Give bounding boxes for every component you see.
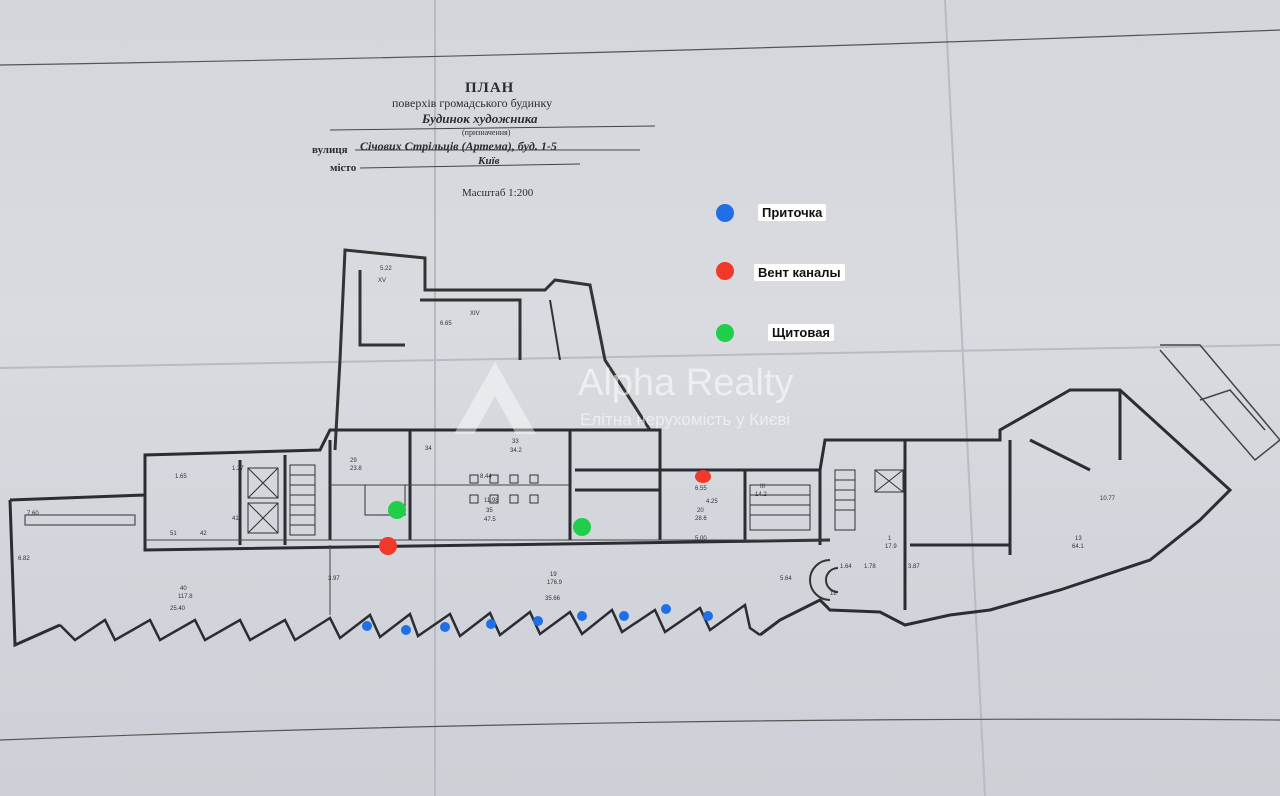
svg-text:5.00: 5.00: [695, 536, 707, 542]
supply-marker: [577, 611, 587, 621]
svg-text:XIV: XIV: [470, 311, 480, 317]
building-name: Будинок художника: [422, 111, 538, 126]
watermark-brand: Alpha Realty: [578, 362, 794, 404]
svg-text:13: 13: [1075, 536, 1082, 542]
svg-text:7.60: 7.60: [27, 511, 39, 517]
legend-label-vent: Вент каналы: [754, 264, 845, 281]
svg-text:III: III: [760, 484, 765, 490]
city-value: Київ: [478, 155, 500, 167]
electrical-marker: [388, 501, 406, 519]
svg-text:1: 1: [888, 536, 892, 542]
svg-text:3.97: 3.97: [328, 576, 340, 582]
svg-text:40: 40: [180, 586, 187, 592]
svg-text:41: 41: [232, 516, 239, 522]
svg-text:5.22: 5.22: [380, 266, 392, 272]
annex: [1159, 344, 1280, 462]
staircases: [24, 464, 856, 536]
svg-text:6.82: 6.82: [18, 556, 30, 562]
legend-label-supply: Приточка: [758, 204, 827, 221]
upper-block: [333, 248, 652, 451]
svg-text:XV: XV: [378, 278, 386, 284]
header-rules: [329, 125, 656, 169]
city-label: місто: [330, 162, 357, 174]
supply-marker: [440, 622, 450, 632]
svg-text:34.2: 34.2: [510, 448, 522, 454]
vent-duct-dot-icon: [716, 262, 734, 280]
svg-text:1.64: 1.64: [840, 564, 852, 570]
svg-text:1.65: 1.65: [175, 474, 187, 480]
svg-text:5.64: 5.64: [780, 576, 792, 582]
svg-text:8.44: 8.44: [480, 474, 492, 480]
svg-text:1.27: 1.27: [232, 466, 244, 472]
watermark-logo-icon: [454, 362, 536, 434]
svg-text:11.98: 11.98: [484, 498, 499, 504]
svg-text:23.8: 23.8: [350, 466, 362, 472]
vent-marker: [379, 537, 397, 555]
supply-air-dot-icon: [716, 204, 734, 222]
electrical-room-dot-icon: [716, 324, 734, 342]
svg-text:33: 33: [512, 439, 519, 445]
street-value: Січових Стрільців (Артема), буд. 1-5: [360, 139, 557, 153]
supply-marker: [362, 621, 372, 631]
svg-text:42: 42: [200, 531, 207, 537]
supply-marker: [486, 619, 496, 629]
page-border: [0, 29, 1280, 741]
vent-marker: [695, 470, 711, 483]
elevators: [247, 467, 904, 534]
supply-marker: [661, 604, 671, 614]
svg-text:28.6: 28.6: [695, 516, 707, 522]
svg-text:18: 18: [830, 591, 837, 597]
svg-text:1.78: 1.78: [864, 564, 876, 570]
svg-text:6.65: 6.65: [440, 321, 452, 327]
svg-text:29: 29: [350, 458, 357, 464]
svg-text:14.2: 14.2: [755, 492, 767, 498]
curved-feature: [809, 559, 839, 601]
svg-text:20: 20: [697, 508, 704, 514]
zigzag-facade: [59, 602, 761, 642]
svg-text:47.5: 47.5: [484, 517, 496, 523]
svg-text:25.40: 25.40: [170, 606, 186, 612]
supply-marker: [401, 625, 411, 635]
svg-text:35.66: 35.66: [545, 596, 561, 602]
svg-text:4.25: 4.25: [706, 499, 718, 505]
electrical-marker: [573, 518, 591, 536]
street-label: вулиця: [312, 144, 348, 156]
svg-text:3.87: 3.87: [908, 564, 920, 570]
dimension-lines: [145, 484, 830, 615]
scale-label: Масштаб 1:200: [462, 187, 534, 199]
plan-subtitle: поверхів громадського будинку: [392, 96, 553, 110]
plan-title: ПЛАН: [465, 80, 515, 96]
legend-label-electrical: Щитовая: [768, 324, 835, 341]
purpose-note: (призначення): [462, 128, 511, 137]
svg-text:64.1: 64.1: [1072, 544, 1084, 550]
svg-text:35: 35: [486, 508, 493, 514]
watermark-tagline: Елітна нерухомість у Києві: [580, 410, 791, 429]
svg-text:34: 34: [425, 446, 432, 452]
svg-text:6.55: 6.55: [695, 486, 707, 492]
supply-marker: [619, 611, 629, 621]
svg-text:19: 19: [550, 572, 557, 578]
svg-text:117.8: 117.8: [178, 594, 193, 600]
svg-text:10.77: 10.77: [1100, 496, 1116, 502]
svg-text:17.9: 17.9: [885, 544, 897, 550]
svg-text:176.9: 176.9: [547, 580, 563, 586]
svg-text:51: 51: [170, 531, 177, 537]
supply-marker: [533, 616, 543, 626]
supply-marker: [703, 611, 713, 621]
hall-fixtures: [469, 474, 539, 504]
